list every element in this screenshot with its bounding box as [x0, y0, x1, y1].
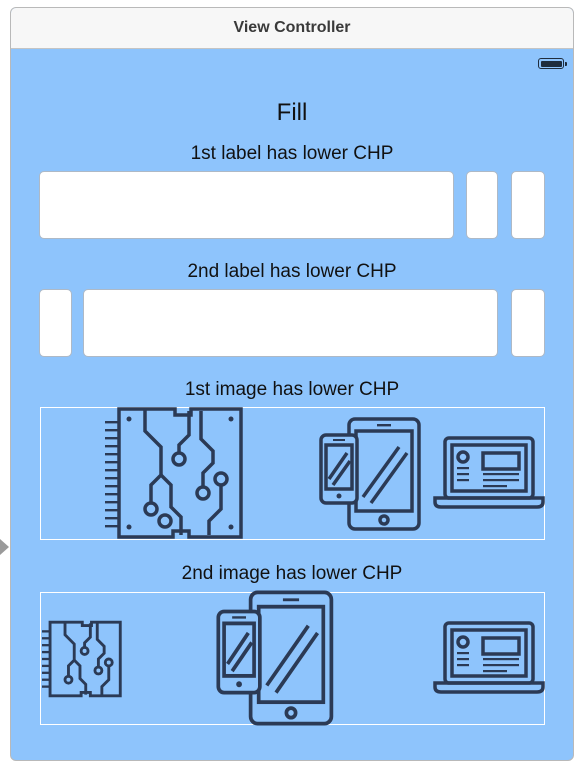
- label2-heading: 2nd label has lower CHP: [187, 261, 397, 282]
- stack1-label-1[interactable]: [39, 171, 454, 239]
- view-controller-scene[interactable]: View Controller Fill 1st label has lower…: [10, 7, 574, 761]
- image-stack-1[interactable]: [40, 407, 545, 540]
- laptop-icon: [433, 621, 545, 694]
- stack2-label-1[interactable]: [39, 289, 72, 357]
- label1-heading: 1st label has lower CHP: [190, 143, 394, 164]
- scene-title-bar[interactable]: View Controller: [11, 8, 573, 49]
- root-view[interactable]: Fill 1st label has lower CHP 2nd label h…: [11, 49, 573, 760]
- image1-heading: 1st image has lower CHP: [184, 379, 400, 400]
- circuit-board-icon: [42, 620, 122, 698]
- stack2-label-2[interactable]: [83, 289, 498, 357]
- fill-heading: Fill: [276, 99, 308, 126]
- scene-title: View Controller: [233, 19, 351, 36]
- stack2-label-3[interactable]: [511, 289, 545, 357]
- label-stack-1[interactable]: [39, 171, 545, 239]
- battery-icon: [538, 58, 567, 69]
- image2-heading: 2nd image has lower CHP: [181, 563, 403, 584]
- entry-point-arrow-icon: [0, 539, 9, 555]
- laptop-icon: [433, 436, 545, 509]
- stack1-label-3[interactable]: [511, 171, 545, 239]
- phone-tablet-icon: [319, 417, 421, 531]
- stack1-label-2[interactable]: [466, 171, 498, 239]
- label-stack-2[interactable]: [39, 289, 545, 357]
- circuit-board-icon: [105, 407, 243, 539]
- phone-tablet-icon: [216, 590, 334, 726]
- image-stack-2[interactable]: [40, 590, 545, 726]
